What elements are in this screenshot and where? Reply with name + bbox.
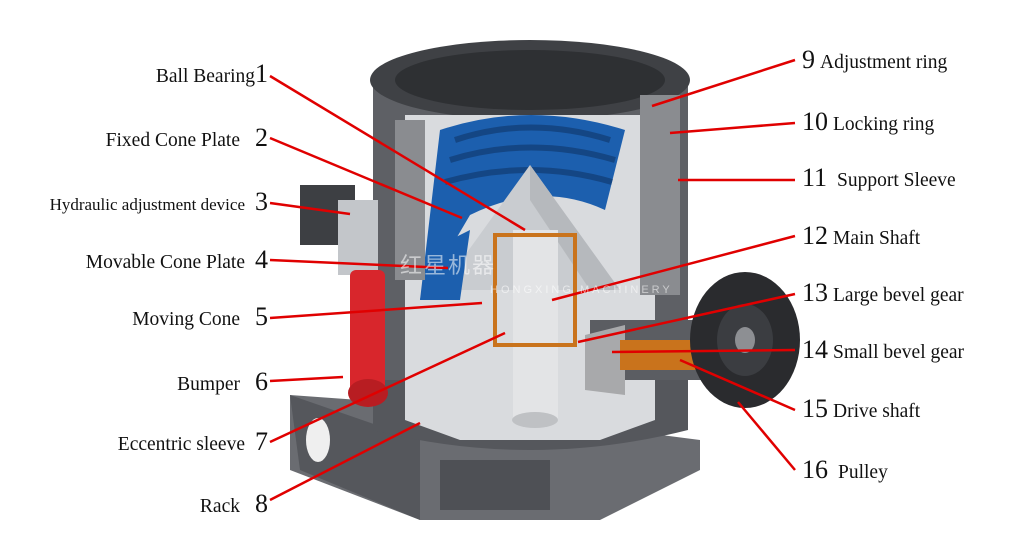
watermark-subtitle: HONGXING MACHINERY [490,284,673,296]
label-3-text: Hydraulic adjustment device [49,195,245,214]
label-8-text: Rack [199,496,240,517]
label-13-number: 13 [802,278,828,307]
label-15-number: 15 [802,394,828,423]
label-3-number: 3 [255,187,268,216]
leader-4 [269,258,449,270]
label-13: 13 Large bevel gear [802,278,964,308]
label-11: 11 Support Sleeve [802,163,956,193]
watermark: 红星机器 HONGXING MACHINERY [400,248,673,296]
label-15: 15 Drive shaft [802,394,921,424]
hydraulic-bumper-assembly [300,185,388,407]
label-8: Rack 8 [199,489,268,519]
label-6-text: Bumper [177,374,240,395]
label-11-number: 11 [802,163,828,192]
label-5: Moving Cone 5 [132,302,268,332]
label-15-text: Drive shaft [833,401,921,422]
label-1-text: Ball Bearing [155,66,255,87]
leader-1 [269,74,526,232]
label-14-text: Small bevel gear [833,342,965,363]
watermark-logo: 红星机器 [400,253,497,278]
label-2: Fixed Cone Plate 2 [105,123,268,153]
leader-13 [577,292,796,344]
label-7-text: Eccentric sleeve [117,434,245,455]
leader-2 [269,136,463,220]
label-5-number: 5 [255,302,268,331]
label-12-number: 12 [802,221,828,250]
label-16: 16 Pulley [802,455,888,485]
leader-16 [737,401,796,471]
label-1: Ball Bearing1 [155,59,268,89]
label-14-number: 14 [802,335,828,364]
label-10-number: 10 [802,107,828,136]
label-4-text: Movable Cone Plate [85,252,245,273]
label-12: 12 Main Shaft [802,221,921,251]
leader-15 [679,358,796,412]
label-4-number: 4 [255,245,268,274]
label-8-number: 8 [255,489,268,518]
label-5-text: Moving Cone [132,309,240,330]
label-2-number: 2 [255,123,268,152]
label-14: 14 Small bevel gear [802,335,965,365]
label-11-text: Support Sleeve [837,170,956,191]
label-7: Eccentric sleeve 7 [117,427,268,457]
leader-6 [269,375,344,383]
leader-3 [269,201,351,216]
label-6-number: 6 [255,367,268,396]
label-9-text: Adjustment ring [820,52,948,73]
label-10: 10 Locking ring [802,107,935,137]
label-2-text: Fixed Cone Plate [105,130,240,151]
leader-5 [269,301,483,320]
label-13-text: Large bevel gear [833,285,964,306]
label-4: Movable Cone Plate 4 [85,245,268,275]
label-9-number: 9 [802,45,815,74]
label-16-number: 16 [802,455,828,484]
label-7-number: 7 [255,427,268,456]
label-16-text: Pulley [838,462,888,483]
label-6: Bumper 6 [177,367,268,397]
label-1-number: 1 [255,59,268,88]
leader-9 [651,58,796,108]
leader-10 [669,121,796,135]
label-10-text: Locking ring [833,114,935,135]
leader-lines [269,58,796,502]
leader-14 [611,348,796,354]
label-9: 9 Adjustment ring [802,45,948,75]
leader-7 [269,331,506,444]
leader-12 [551,234,796,302]
label-3: Hydraulic adjustment device 3 [49,187,268,217]
leader-8 [269,421,421,502]
label-12-text: Main Shaft [833,228,921,249]
